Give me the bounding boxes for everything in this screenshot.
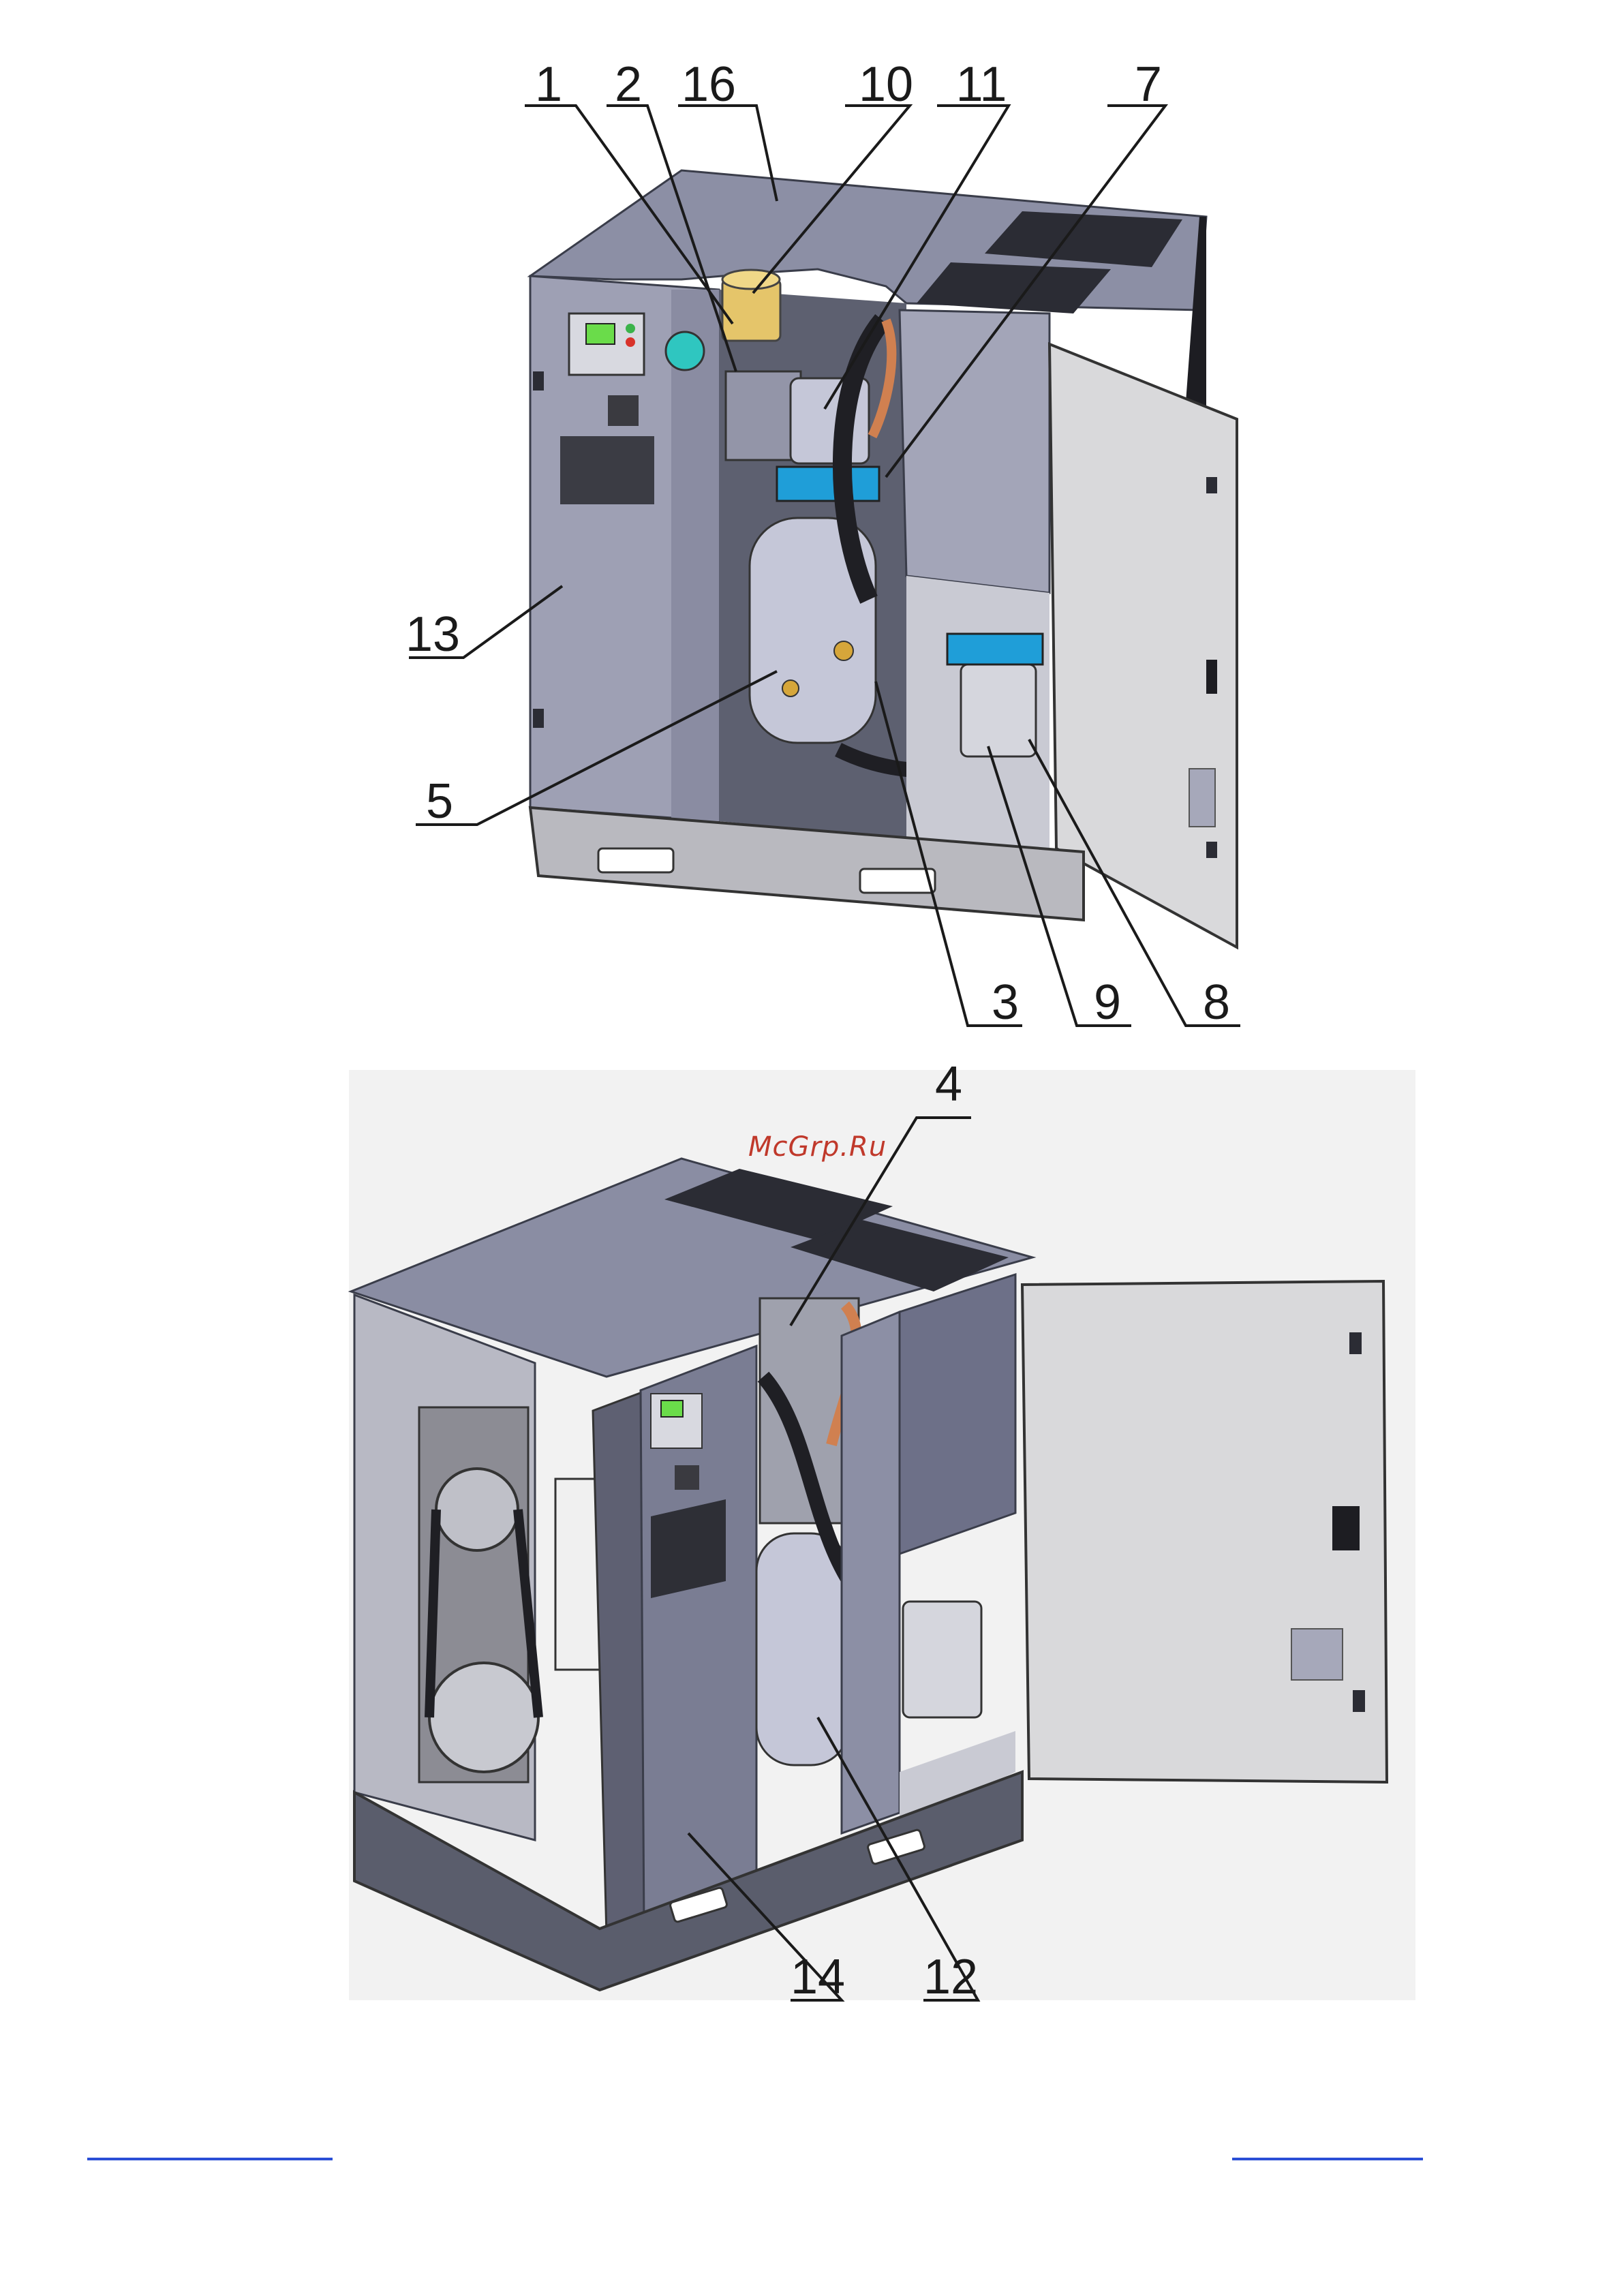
door-handle [1332, 1506, 1360, 1550]
door-label [1189, 769, 1215, 827]
tank-fitting [782, 680, 799, 697]
cooler-housing [900, 310, 1050, 593]
door-lock [1206, 477, 1217, 493]
callout-2: 2 [615, 57, 642, 112]
callout-11: 11 [956, 57, 1007, 112]
lower-pulley [429, 1663, 538, 1772]
main-switch [675, 1465, 699, 1490]
cooler-housing [900, 1274, 1015, 1554]
stop-button [626, 337, 635, 347]
open-side-door [1022, 1281, 1387, 1782]
oil-filter [961, 664, 1036, 756]
controller-screen [661, 1400, 683, 1417]
filter-head [947, 634, 1043, 664]
oil-filter [903, 1602, 981, 1717]
forklift-slot [598, 848, 673, 872]
forklift-slot [860, 869, 935, 893]
door-lock [1349, 1332, 1362, 1354]
nameplate-panel [651, 1499, 726, 1598]
controller-screen [586, 324, 615, 344]
nameplate-panel [560, 436, 654, 504]
callout-12: 12 [923, 1950, 978, 2004]
footer-link-right[interactable] [1232, 2158, 1423, 2160]
callout-5: 5 [426, 774, 453, 829]
tank-fitting [834, 641, 853, 660]
door-label [1291, 1629, 1343, 1680]
start-button [626, 324, 635, 333]
door-lock [1206, 842, 1217, 858]
callout-3: 3 [992, 975, 1019, 1030]
compressor-front-view-figure: 1 2 16 10 11 7 13 5 3 9 8 [0, 0, 1624, 1036]
upper-pulley [436, 1469, 518, 1550]
door-handle [1206, 660, 1217, 694]
callout-10: 10 [859, 57, 913, 112]
main-switch [608, 395, 639, 426]
emergency-stop-icon [666, 332, 704, 370]
divider-panel [842, 1312, 900, 1833]
callout-14: 14 [791, 1950, 845, 2004]
callout-1: 1 [535, 57, 562, 112]
hinge [533, 709, 544, 728]
compressor-rear-view-figure: 4 14 12 [0, 1050, 1624, 2004]
callout-8: 8 [1203, 975, 1230, 1030]
callout-7: 7 [1135, 57, 1162, 112]
callout-9: 9 [1094, 975, 1121, 1030]
separator-head [777, 467, 879, 501]
hinge [533, 371, 544, 391]
footer-link-left[interactable] [87, 2158, 333, 2160]
callout-13: 13 [405, 607, 460, 662]
callout-16: 16 [681, 57, 736, 112]
callout-4: 4 [935, 1057, 962, 1112]
door-lock [1353, 1690, 1365, 1712]
watermark-text: McGrp.Ru [748, 1131, 887, 1163]
